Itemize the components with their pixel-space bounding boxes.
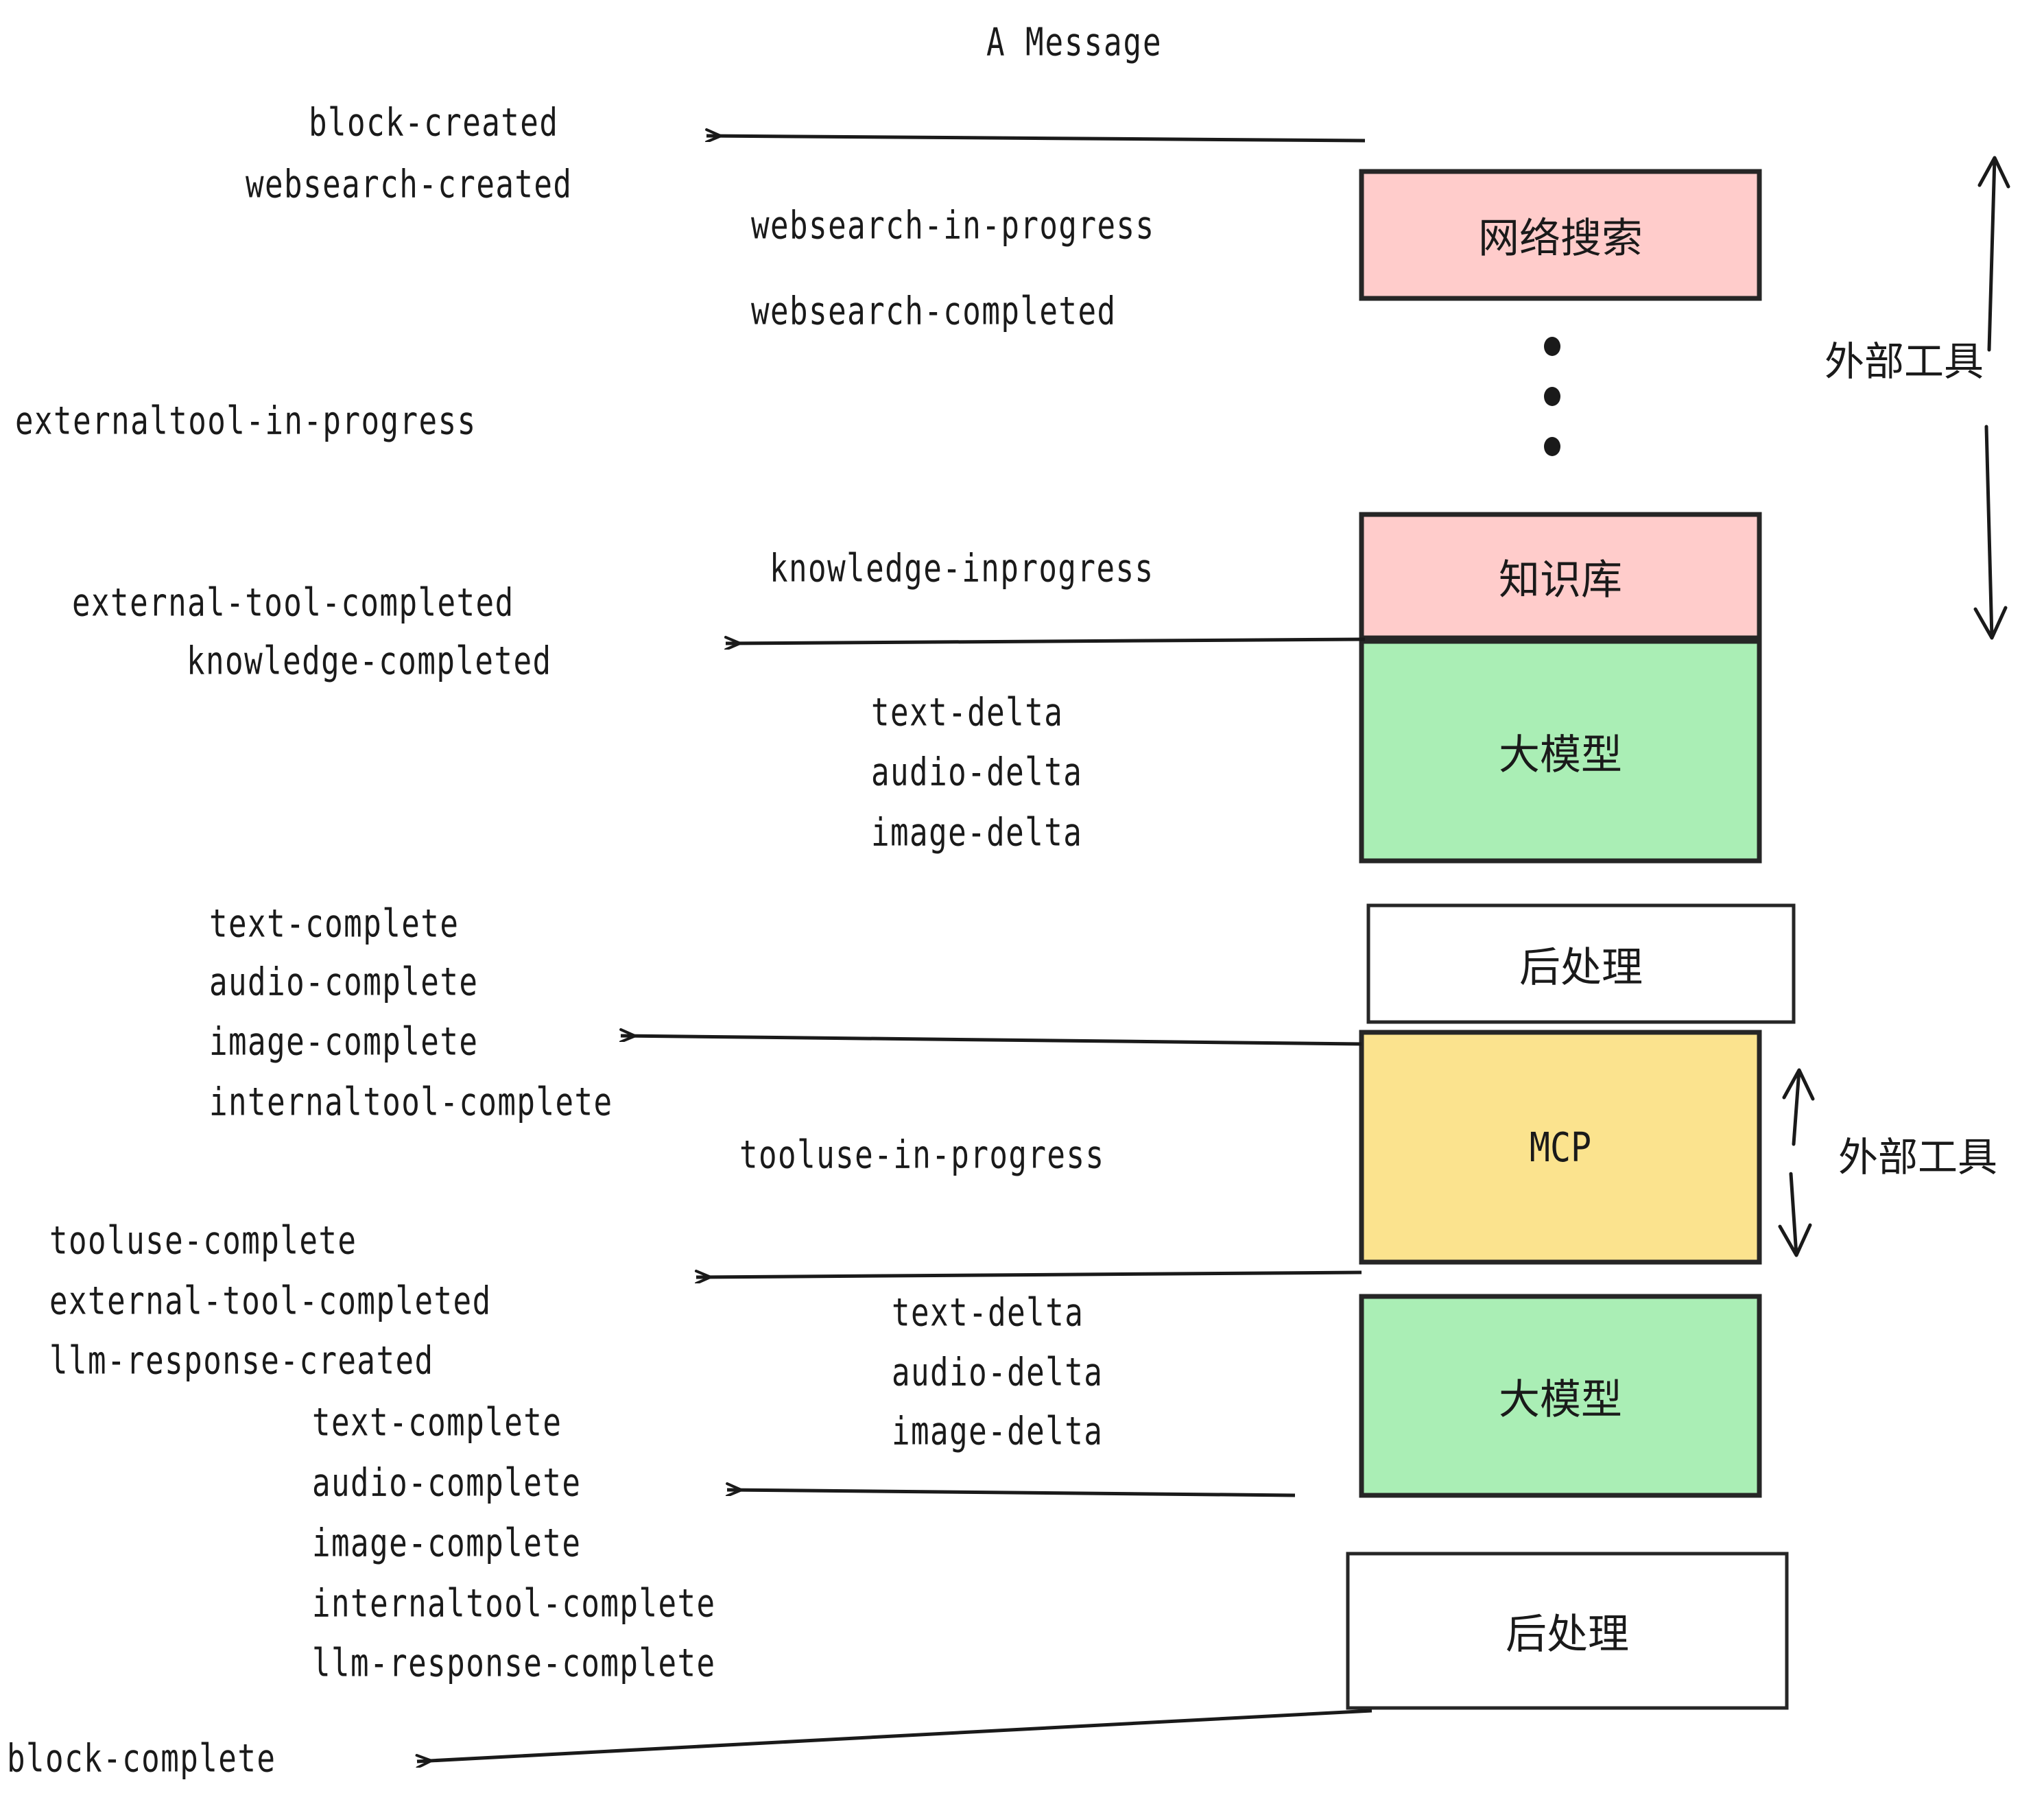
event-image-complete-1: image-complete [209, 1019, 479, 1064]
event-llm-response-created: llm-response-created [49, 1338, 434, 1383]
box-llm-bottom [1359, 1294, 1762, 1498]
event-image-complete-2: image-complete [312, 1520, 582, 1565]
diagram-title: A Message [986, 19, 1163, 64]
external-tool-lower-down-arrow [1778, 1172, 1812, 1257]
ellipsis-dot-3 [1544, 437, 1560, 456]
event-audio-delta-1: audio-delta [871, 749, 1083, 794]
process-boxes [1346, 169, 1796, 1710]
event-internaltool-complete-1: internaltool-complete [209, 1079, 613, 1124]
event-knowledge-inprogress: knowledge-inprogress [770, 545, 1154, 591]
arrow-knowledge-done [726, 639, 1366, 643]
event-block-complete: block-complete [7, 1735, 276, 1781]
event-arrows [417, 136, 1372, 1761]
event-tooluse-in-progress: tooluse-in-progress [739, 1132, 1105, 1177]
event-block-created: block-created [309, 99, 559, 145]
event-external-tool-completed-2: external-tool-completed [49, 1278, 492, 1323]
event-text-complete-1: text-complete [209, 901, 460, 946]
event-text-delta-2: text-delta [892, 1290, 1084, 1335]
event-knowledge-completed: knowledge-completed [187, 638, 552, 683]
arrow-block-complete [417, 1709, 1372, 1761]
event-websearch-completed: websearch-completed [751, 288, 1117, 333]
event-image-delta-1: image-delta [871, 809, 1083, 855]
box-websearch [1359, 169, 1762, 301]
arrow-image-complete [621, 1036, 1362, 1046]
box-post-top [1366, 903, 1796, 1024]
event-internaltool-complete-2: internaltool-complete [312, 1580, 716, 1626]
external-tool-upper-up-arrow [1977, 156, 2010, 352]
event-externaltool-in-progress: externaltool-in-progress [15, 398, 477, 443]
box-knowledge [1359, 512, 1762, 641]
event-llm-response-complete: llm-response-complete [312, 1640, 716, 1685]
ellipsis-dot-2 [1544, 387, 1560, 406]
side-label-external-tool-upper: 外部工具 [1825, 338, 1984, 385]
event-audio-complete-2: audio-complete [312, 1460, 582, 1505]
event-websearch-in-progress: websearch-in-progress [751, 202, 1155, 248]
event-text-complete-2: text-complete [312, 1399, 562, 1445]
box-llm-top [1359, 639, 1762, 864]
external-tool-lower-up-arrow [1782, 1068, 1815, 1146]
arrow-audio-complete [727, 1490, 1296, 1497]
ellipsis-dots [1544, 337, 1560, 456]
event-image-delta-2: image-delta [892, 1408, 1104, 1453]
arrow-tooluse-complete [696, 1272, 1362, 1277]
event-websearch-created: websearch-created [246, 161, 573, 206]
box-post-bottom [1346, 1552, 1789, 1710]
event-text-delta-1: text-delta [871, 689, 1064, 735]
ellipsis-dot-1 [1544, 337, 1560, 356]
scope-arrows [1778, 156, 2010, 1257]
event-audio-delta-2: audio-delta [892, 1349, 1104, 1394]
event-tooluse-complete: tooluse-complete [49, 1218, 357, 1263]
side-label-external-tool-lower: 外部工具 [1838, 1134, 1998, 1180]
arrow-block-created [706, 136, 1366, 143]
event-audio-complete-1: audio-complete [209, 959, 479, 1004]
external-tool-upper-down-arrow [1973, 425, 2008, 640]
event-external-tool-completed-1: external-tool-completed [72, 580, 514, 625]
box-mcp [1359, 1030, 1762, 1265]
